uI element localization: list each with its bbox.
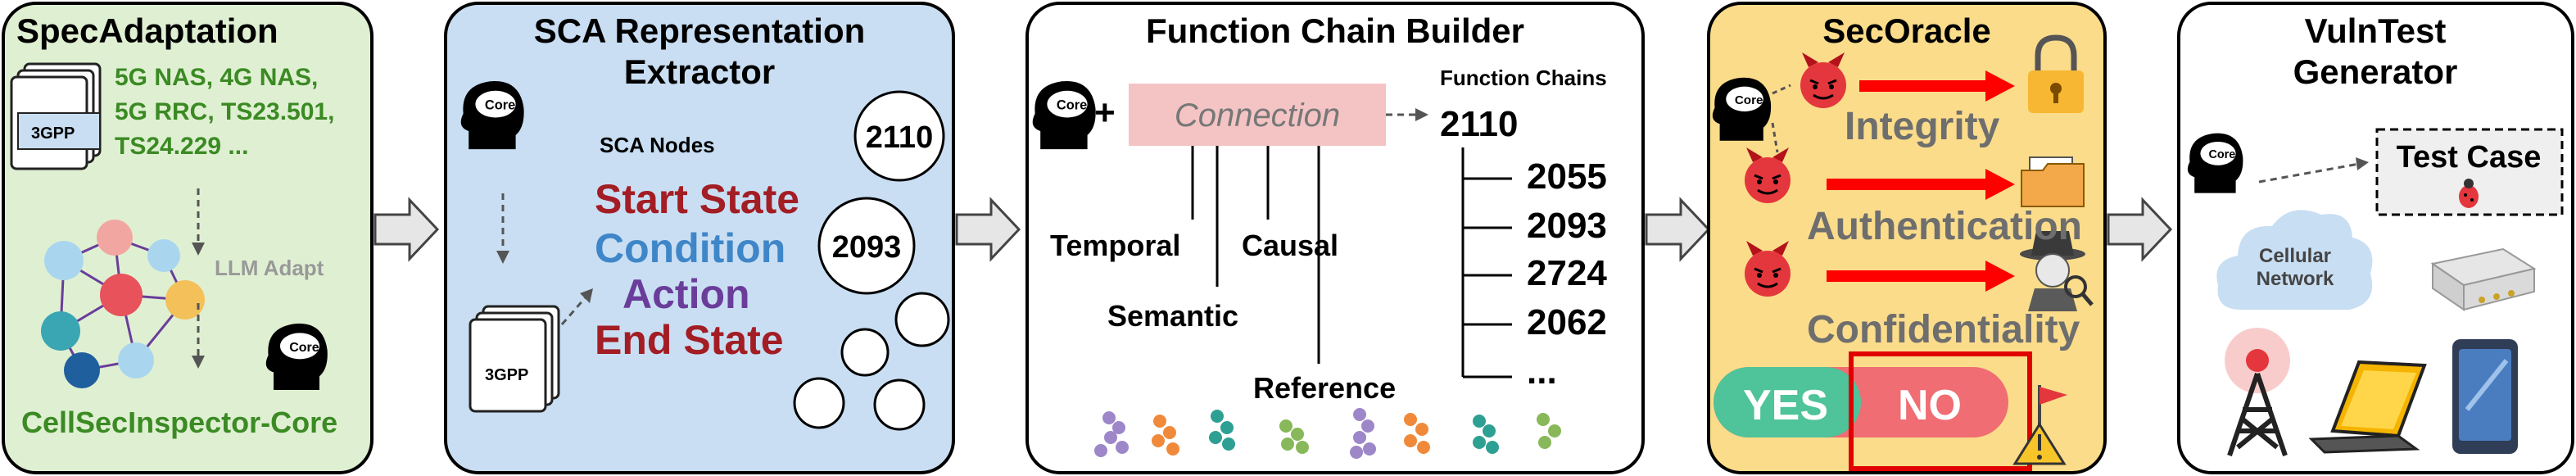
term-condition: Condition (595, 225, 785, 271)
svg-text:2110: 2110 (866, 120, 933, 155)
property-confidentiality: Confidentiality (1807, 308, 2080, 351)
llm-adapt-label: LLM Adapt (215, 256, 324, 280)
sca-title-line-1: SCA Representation (534, 11, 866, 50)
cloud-icon: Cellular Network (2216, 210, 2373, 310)
arrow-right-icon (2107, 197, 2173, 262)
fcb-title: Function Chain Builder (1146, 11, 1524, 50)
chain-item: 2093 (1527, 206, 1607, 246)
chain-item: 2062 (1527, 302, 1607, 342)
sca-nodes-label: SCA Nodes (600, 133, 715, 157)
term-action: Action (622, 271, 750, 317)
phone-icon (2452, 339, 2518, 454)
router-icon (2430, 247, 2537, 311)
svg-text:Core: Core (2208, 148, 2235, 161)
bug-icon (2459, 179, 2479, 208)
tower-icon (2225, 328, 2290, 456)
sca-node-small (840, 328, 890, 377)
svg-text:2093: 2093 (832, 230, 902, 265)
head-core-icon: Core (1032, 81, 1096, 150)
function-chain-builder-panel: Function Chain Builder Core + Connection… (1025, 2, 1645, 474)
oracle-title: SecOracle (1822, 11, 1991, 50)
svg-text:Core: Core (1735, 93, 1763, 107)
svg-text:Core: Core (289, 341, 319, 355)
cluster-icons (1094, 408, 1561, 459)
secoracle-panel: SecOracle Core (1707, 2, 2107, 474)
sca-node-small (793, 377, 845, 429)
document-icon: 3GPP (10, 62, 102, 170)
spec-doc-label: 3GPP (31, 125, 75, 143)
knowledge-graph-icon (41, 220, 205, 388)
yes-no-toggle: YES NO (1714, 351, 2032, 471)
chain-item: ... (1527, 351, 1557, 392)
relation-semantic: Semantic (1107, 299, 1238, 333)
no-highlight-box (1849, 351, 2032, 471)
laptop-icon (2308, 360, 2427, 454)
vulntest-generator-panel: VulnTest Generator Core Test Case Cellul… (2177, 2, 2574, 474)
plus-sign: + (1094, 93, 1116, 133)
sca-node-small (894, 292, 950, 347)
svg-text:Core: Core (1057, 98, 1087, 113)
yes-label: YES (1743, 382, 1828, 429)
network-label-line-2: Network (2257, 268, 2334, 290)
sca-node-2110: 2110 (853, 90, 945, 182)
connection-box (1129, 84, 1386, 146)
spec-adaptation-panel: SpecAdaptation 3GPP 5G NAS, 4G NAS, 5G R… (2, 2, 373, 474)
arrow-right-icon (1645, 197, 1711, 262)
sca-extractor-panel: SCA Representation Extractor Core 3GPP S… (444, 2, 955, 474)
head-core-icon: Core (460, 81, 524, 150)
function-chains-header: Function Chains (1440, 66, 1607, 90)
property-authentication: Authentication (1807, 205, 2082, 248)
spy-icon (2020, 231, 2094, 311)
folder-icon (2021, 156, 2085, 207)
vuln-title-line-2: Generator (2293, 52, 2458, 91)
network-label-line-1: Cellular (2259, 245, 2331, 267)
head-core-icon: Core (2187, 133, 2243, 193)
chain-item: 2724 (1527, 253, 1607, 293)
head-core-icon: Core (1712, 77, 1772, 141)
sca-title-line-2: Extractor (624, 52, 775, 91)
warning-flag-icon (2012, 385, 2067, 465)
spec-line-3: TS24.229 ... (115, 133, 248, 160)
term-end-state: End State (595, 317, 784, 363)
spec-line-2: 5G RRC, TS23.501, (115, 98, 334, 125)
no-label: NO (1898, 382, 1962, 429)
test-case-label: Test Case (2397, 140, 2542, 175)
property-integrity: Integrity (1845, 105, 2000, 148)
connection-label: Connection (1175, 97, 1340, 134)
spec-panel-title: SpecAdaptation (16, 11, 278, 50)
chain-item: 2055 (1527, 156, 1607, 197)
arrow-right-icon (955, 197, 1021, 262)
head-core-icon: Core (265, 323, 328, 390)
spec-line-1: 5G NAS, 4G NAS, (115, 64, 318, 91)
term-start-state: Start State (595, 176, 799, 222)
relation-temporal: Temporal (1050, 229, 1180, 262)
lock-icon (2028, 34, 2084, 113)
relation-causal: Causal (1242, 229, 1338, 262)
vuln-title-line-1: VulnTest (2305, 11, 2447, 50)
svg-text:Core: Core (485, 98, 515, 113)
relation-reference: Reference (1253, 371, 1396, 405)
chain-root: 2110 (1440, 104, 1518, 144)
arrow-right-icon (373, 197, 440, 262)
sca-doc-label: 3GPP (485, 366, 528, 384)
chain-tree-lines (1461, 147, 1512, 379)
sca-node-small (873, 379, 926, 431)
arrow-right-icon (1827, 70, 2015, 292)
document-icon: 3GPP (469, 305, 560, 413)
sca-node-2093: 2093 (817, 197, 916, 295)
spec-panel-footer: CellSecInspector-Core (21, 406, 337, 439)
